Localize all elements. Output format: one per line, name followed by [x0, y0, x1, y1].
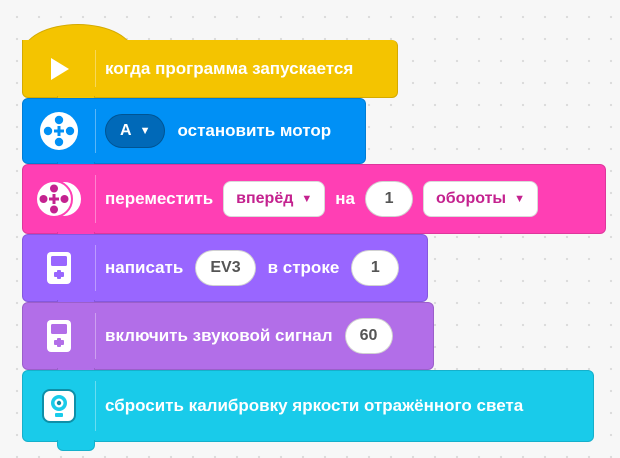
block-icon-cell [23, 235, 95, 301]
divider [95, 109, 96, 153]
unit-dropdown[interactable]: обороты ▼ [423, 181, 538, 217]
unit-value: обороты [436, 190, 507, 207]
ev3-screen-icon [47, 320, 71, 352]
port-value: A [120, 122, 132, 139]
text-input[interactable]: EV3 [195, 250, 256, 286]
amount-input[interactable]: 1 [365, 181, 414, 217]
block-move[interactable]: переместить вперёд ▼ на 1 обороты ▼ [22, 164, 606, 243]
block-label: когда программа запускается [105, 58, 354, 78]
block-label: сбросить калибровку яркости отражённого … [105, 396, 524, 415]
color-sensor-icon [42, 389, 76, 423]
block-label-on: на [335, 189, 356, 208]
play-icon [51, 57, 69, 80]
block-label: переместить [105, 189, 214, 208]
block-stop-motor[interactable]: A ▼ остановить мотор [22, 98, 366, 173]
block-label: остановить мотор [177, 121, 332, 140]
block-reset-calibration[interactable]: сбросить калибровку яркости отражённого … [22, 370, 594, 451]
motor-icon [40, 112, 78, 150]
divider [95, 381, 96, 431]
chevron-down-icon: ▼ [301, 193, 313, 205]
divider [95, 245, 96, 291]
block-write-text[interactable]: написать EV3 в строке 1 [22, 234, 428, 311]
chevron-down-icon: ▼ [139, 125, 151, 137]
divider [95, 175, 96, 223]
block-icon-cell [23, 303, 95, 369]
move-icon [35, 180, 83, 218]
divider [95, 313, 96, 359]
block-label-row: в строке [267, 258, 340, 277]
direction-value: вперёд [236, 190, 294, 207]
block-when-program-starts[interactable]: когда программа запускается [22, 40, 398, 107]
beep-value-input[interactable]: 60 [344, 318, 393, 354]
row-input[interactable]: 1 [351, 250, 400, 286]
divider [95, 50, 96, 87]
block-beep[interactable]: включить звуковой сигнал 60 [22, 302, 434, 379]
chevron-down-icon: ▼ [514, 193, 525, 205]
port-dropdown[interactable]: A ▼ [105, 114, 166, 148]
block-label: написать [105, 258, 184, 277]
ev3-screen-icon [47, 252, 71, 284]
block-icon-cell [23, 40, 95, 97]
block-icon-cell [23, 371, 95, 441]
block-icon-cell [23, 99, 95, 163]
direction-dropdown[interactable]: вперёд ▼ [223, 181, 326, 217]
block-notch [57, 440, 95, 451]
block-label: включить звуковой сигнал [105, 326, 333, 345]
block-icon-cell [23, 165, 95, 233]
